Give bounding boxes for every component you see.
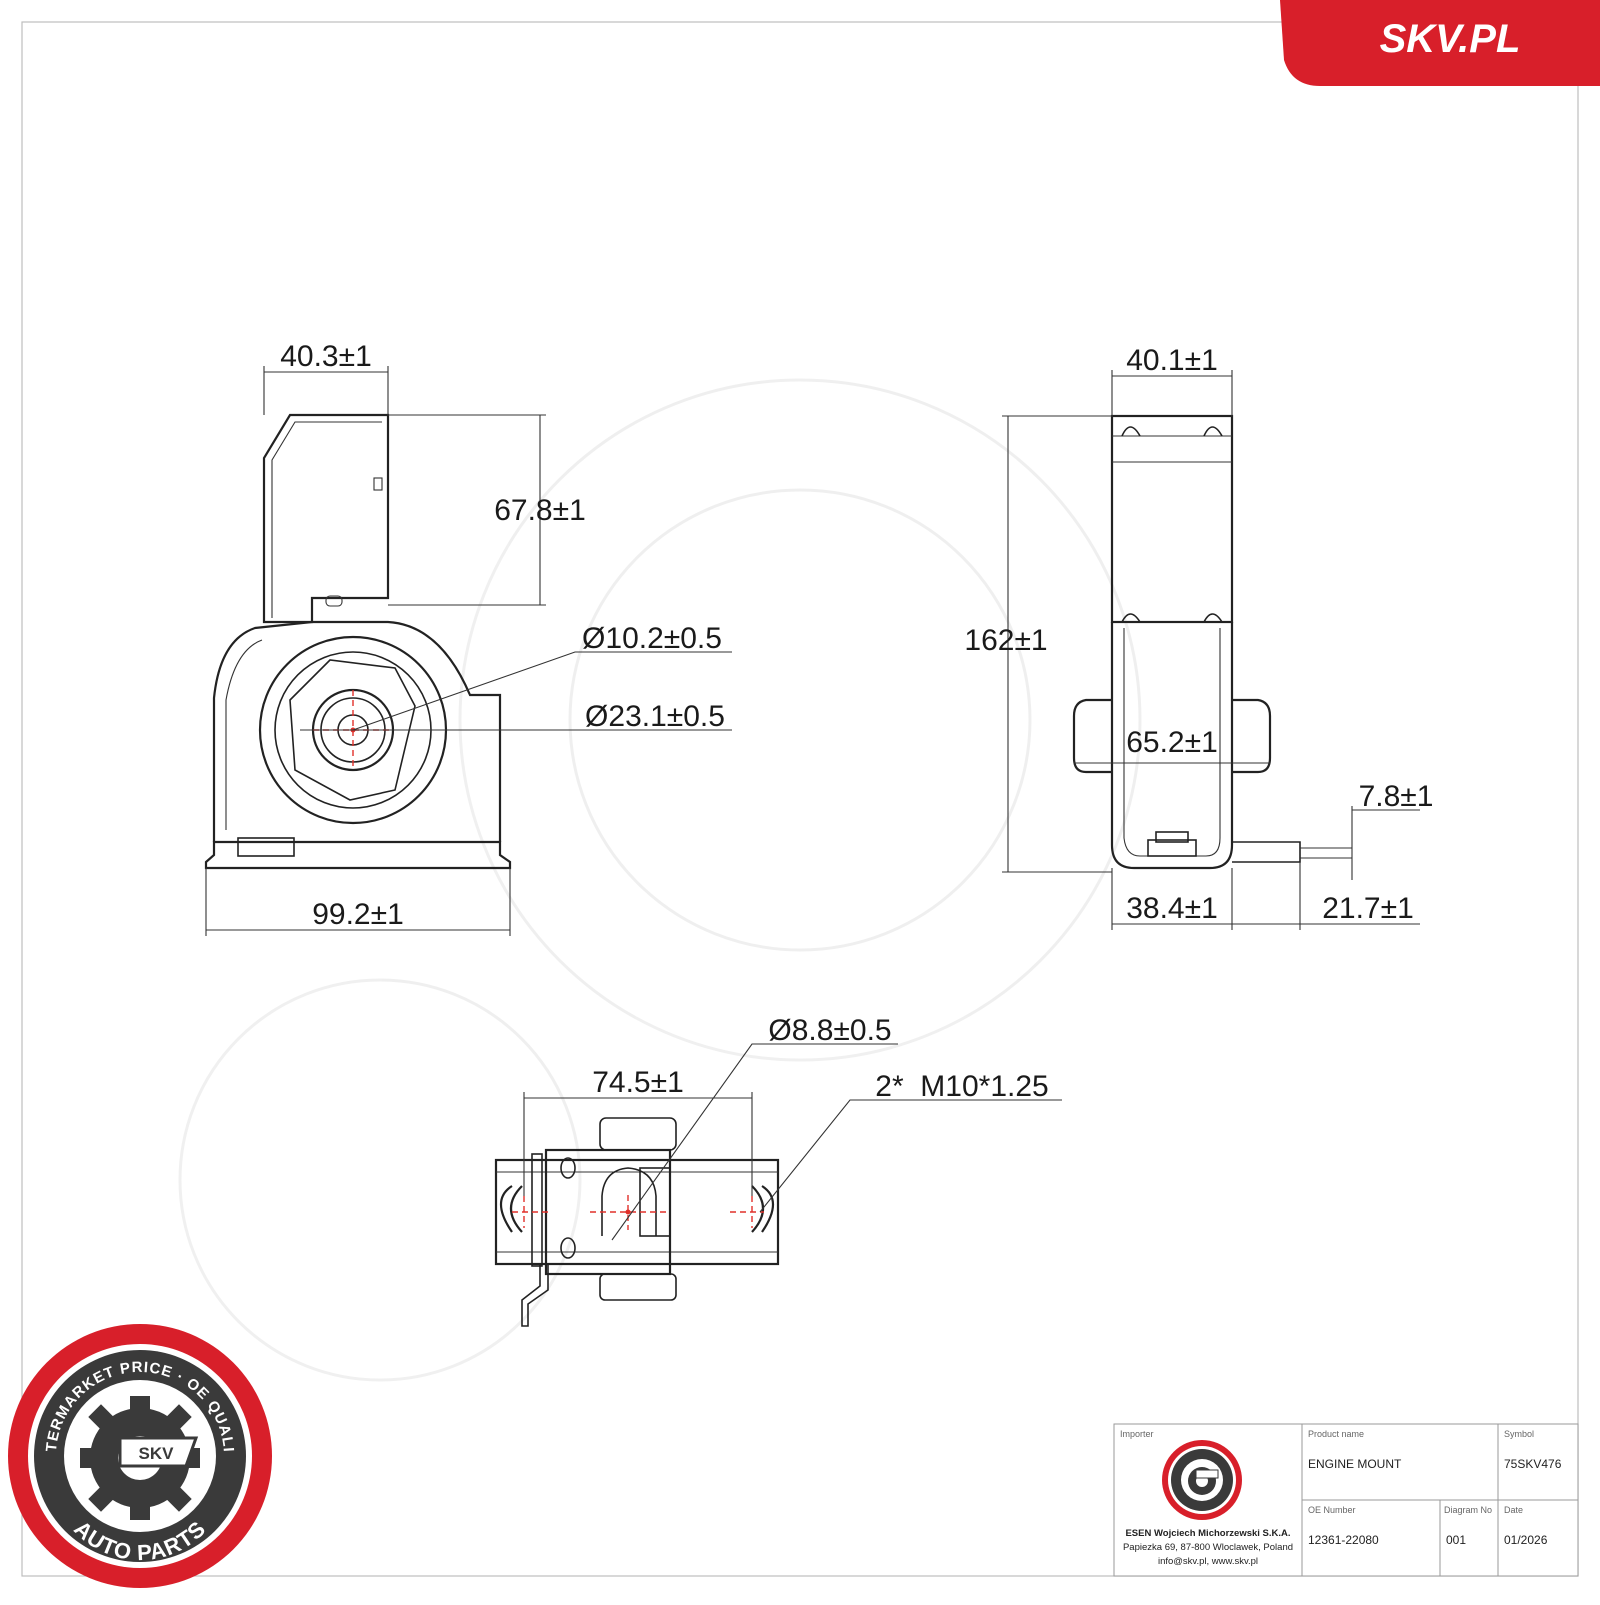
- side-view: 40.1±1 162±1 65.2±1 7.8±1 38.4±1 21.7±1: [964, 344, 1433, 930]
- dim-side-top-width: 40.1±1: [1126, 344, 1218, 377]
- oe-number-label: OE Number: [1308, 1505, 1356, 1515]
- sheet-frame: [21, 21, 1579, 1577]
- dim-bottom-span: 74.5±1: [592, 1066, 684, 1099]
- dim-side-stud-length: 21.7±1: [1322, 892, 1414, 925]
- dim-inner-diameter: Ø10.2±0.5: [582, 622, 722, 655]
- dim-front-top-width: 40.3±1: [280, 340, 372, 373]
- importer-contact: info@skv.pl, www.skv.pl: [1158, 1556, 1258, 1567]
- dim-bottom-thread: 2* M10*1.25: [875, 1070, 1048, 1103]
- diagram-no-label: Diagram No: [1444, 1505, 1492, 1515]
- background-gear-watermark: [178, 378, 1142, 1382]
- date-label: Date: [1504, 1505, 1523, 1515]
- diagram-no: 001: [1446, 1533, 1466, 1547]
- badge-center-text: SKV: [139, 1444, 175, 1463]
- svg-text:AFTERMARKET PRICE · OE QUALITY: AFTERMARKET PRICE · OE QUALITY: [0, 0, 237, 1453]
- importer-logo: [1162, 1440, 1242, 1520]
- date-value: 01/2026: [1504, 1533, 1548, 1547]
- symbol-value: 75SKV476: [1504, 1457, 1562, 1471]
- dim-side-bottom-width: 38.4±1: [1126, 892, 1218, 925]
- product-name-label: Product name: [1308, 1429, 1364, 1439]
- skv-logo-tab: SKV.PL: [1280, 0, 1600, 86]
- dim-side-mid-width: 65.2±1: [1126, 726, 1218, 759]
- oe-number: 12361-22080: [1308, 1533, 1379, 1547]
- dim-front-top-height: 67.8±1: [494, 494, 586, 527]
- bottom-view: 74.5±1 Ø8.8±0.5 2* M10*1.25: [494, 1014, 1062, 1327]
- badge-ring-top: AFTERMARKET PRICE · OE QUALITY: [0, 0, 236, 1453]
- symbol-label: Symbol: [1504, 1429, 1534, 1439]
- front-view: 40.3±1 67.8±1 Ø10.2±0.5 Ø23.1±0.5 99.2±1: [204, 340, 732, 936]
- importer-address: Papiezka 69, 87-800 Wloclawek, Poland: [1123, 1542, 1293, 1553]
- skv-logo-text: SKV.PL: [1380, 17, 1521, 61]
- dim-outer-diameter: Ø23.1±0.5: [585, 700, 725, 733]
- dim-side-total-height: 162±1: [964, 624, 1047, 657]
- importer-label: Importer: [1120, 1429, 1154, 1439]
- dim-bottom-hole-diameter: Ø8.8±0.5: [768, 1014, 891, 1047]
- product-name: ENGINE MOUNT: [1308, 1457, 1402, 1471]
- skv-quality-badge: SKV AFTERMARKET PRICE · OE QUALITY AUTO …: [0, 0, 272, 1588]
- dim-side-stud-offset: 7.8±1: [1359, 780, 1434, 813]
- title-block: Importer ESEN Wojciech Michorzewski S.K.…: [1113, 1423, 1579, 1577]
- dim-front-base-width: 99.2±1: [312, 898, 404, 931]
- importer-name: ESEN Wojciech Michorzewski S.K.A.: [1125, 1528, 1290, 1539]
